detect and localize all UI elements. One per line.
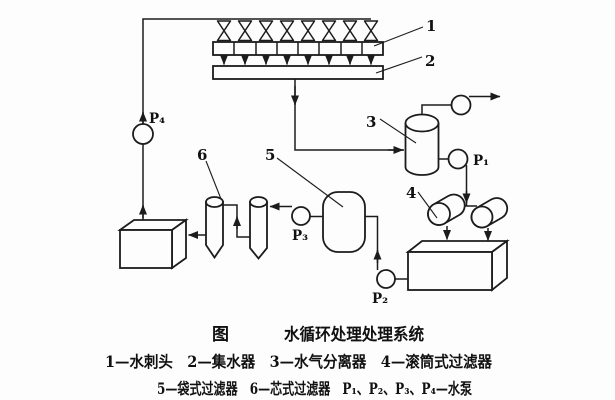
flow-arrows	[139, 86, 471, 263]
valve-icon	[216, 20, 232, 42]
valve-icon	[342, 20, 358, 42]
pipe-p2-riser-to-bagfilter	[365, 215, 379, 270]
leader-1	[373, 26, 424, 47]
cartridge-filter-right	[249, 196, 268, 260]
callout-1: 1	[426, 17, 436, 35]
leader-3	[379, 118, 417, 144]
drum-filter-right	[470, 197, 509, 229]
callout-6: 6	[197, 146, 207, 164]
figure-caption: 图 水循环处理处理系统 1—水刺头 2—集水器 3—水气分离器 4—滚筒式过滤器…	[105, 324, 492, 398]
leader-6	[205, 160, 222, 200]
callout-3: 3	[366, 113, 376, 131]
pipe-separator-vent-stub	[421, 104, 452, 114]
callout-leaders	[205, 26, 438, 219]
components	[117, 20, 510, 292]
pump-label-p2: P₂	[372, 291, 388, 307]
valve-icon	[258, 20, 274, 42]
leader-5	[276, 157, 344, 208]
leader-4	[417, 191, 438, 219]
valve-icon	[321, 20, 337, 42]
valve-icon	[300, 20, 316, 42]
valve-icon	[279, 20, 295, 42]
pump-p4-icon	[132, 123, 154, 145]
figure-label: 图	[212, 325, 229, 345]
leader-2	[375, 56, 423, 74]
bag-filter-tank	[322, 191, 366, 253]
pump-p1-icon	[447, 148, 469, 170]
vent-pump-icon	[450, 94, 472, 116]
legend-line-1: 1—水刺头 2—集水器 3—水气分离器 4—滚筒式过滤器	[105, 352, 492, 371]
valve-icon	[237, 20, 253, 42]
pump-label-p4: P₄	[149, 111, 165, 127]
pipe-collector-outlet	[294, 79, 404, 151]
pump-p3-icon	[291, 206, 311, 226]
nozzle-header	[212, 41, 384, 56]
pump-p2-icon	[376, 269, 396, 289]
figure-title: 水循环处理处理系统	[284, 324, 424, 344]
spray-valve-row	[216, 20, 379, 42]
separator-tank	[404, 113, 440, 176]
cartridge-filter-left	[205, 196, 224, 260]
callout-labels: 1 2 3 4 5 6 P₄ P₁ P₂ P₃	[149, 17, 489, 307]
callout-5: 5	[265, 146, 275, 164]
pipe-return-riser-and-manifold	[142, 18, 371, 222]
callout-4: 4	[406, 184, 416, 202]
callout-2: 2	[425, 52, 435, 70]
pump-label-p1: P₁	[473, 153, 489, 169]
collection-box	[117, 218, 189, 270]
legend-line-2: 5—袋式过滤器 6—芯式过滤器 P₁、P₂、P₃、P₄—水泵	[157, 379, 472, 398]
water-collector	[212, 65, 384, 80]
valve-icon	[363, 20, 379, 42]
storage-tank-box	[405, 239, 510, 292]
pump-label-p3: P₃	[292, 228, 308, 244]
nozzle-outlet-arrows	[220, 55, 375, 65]
